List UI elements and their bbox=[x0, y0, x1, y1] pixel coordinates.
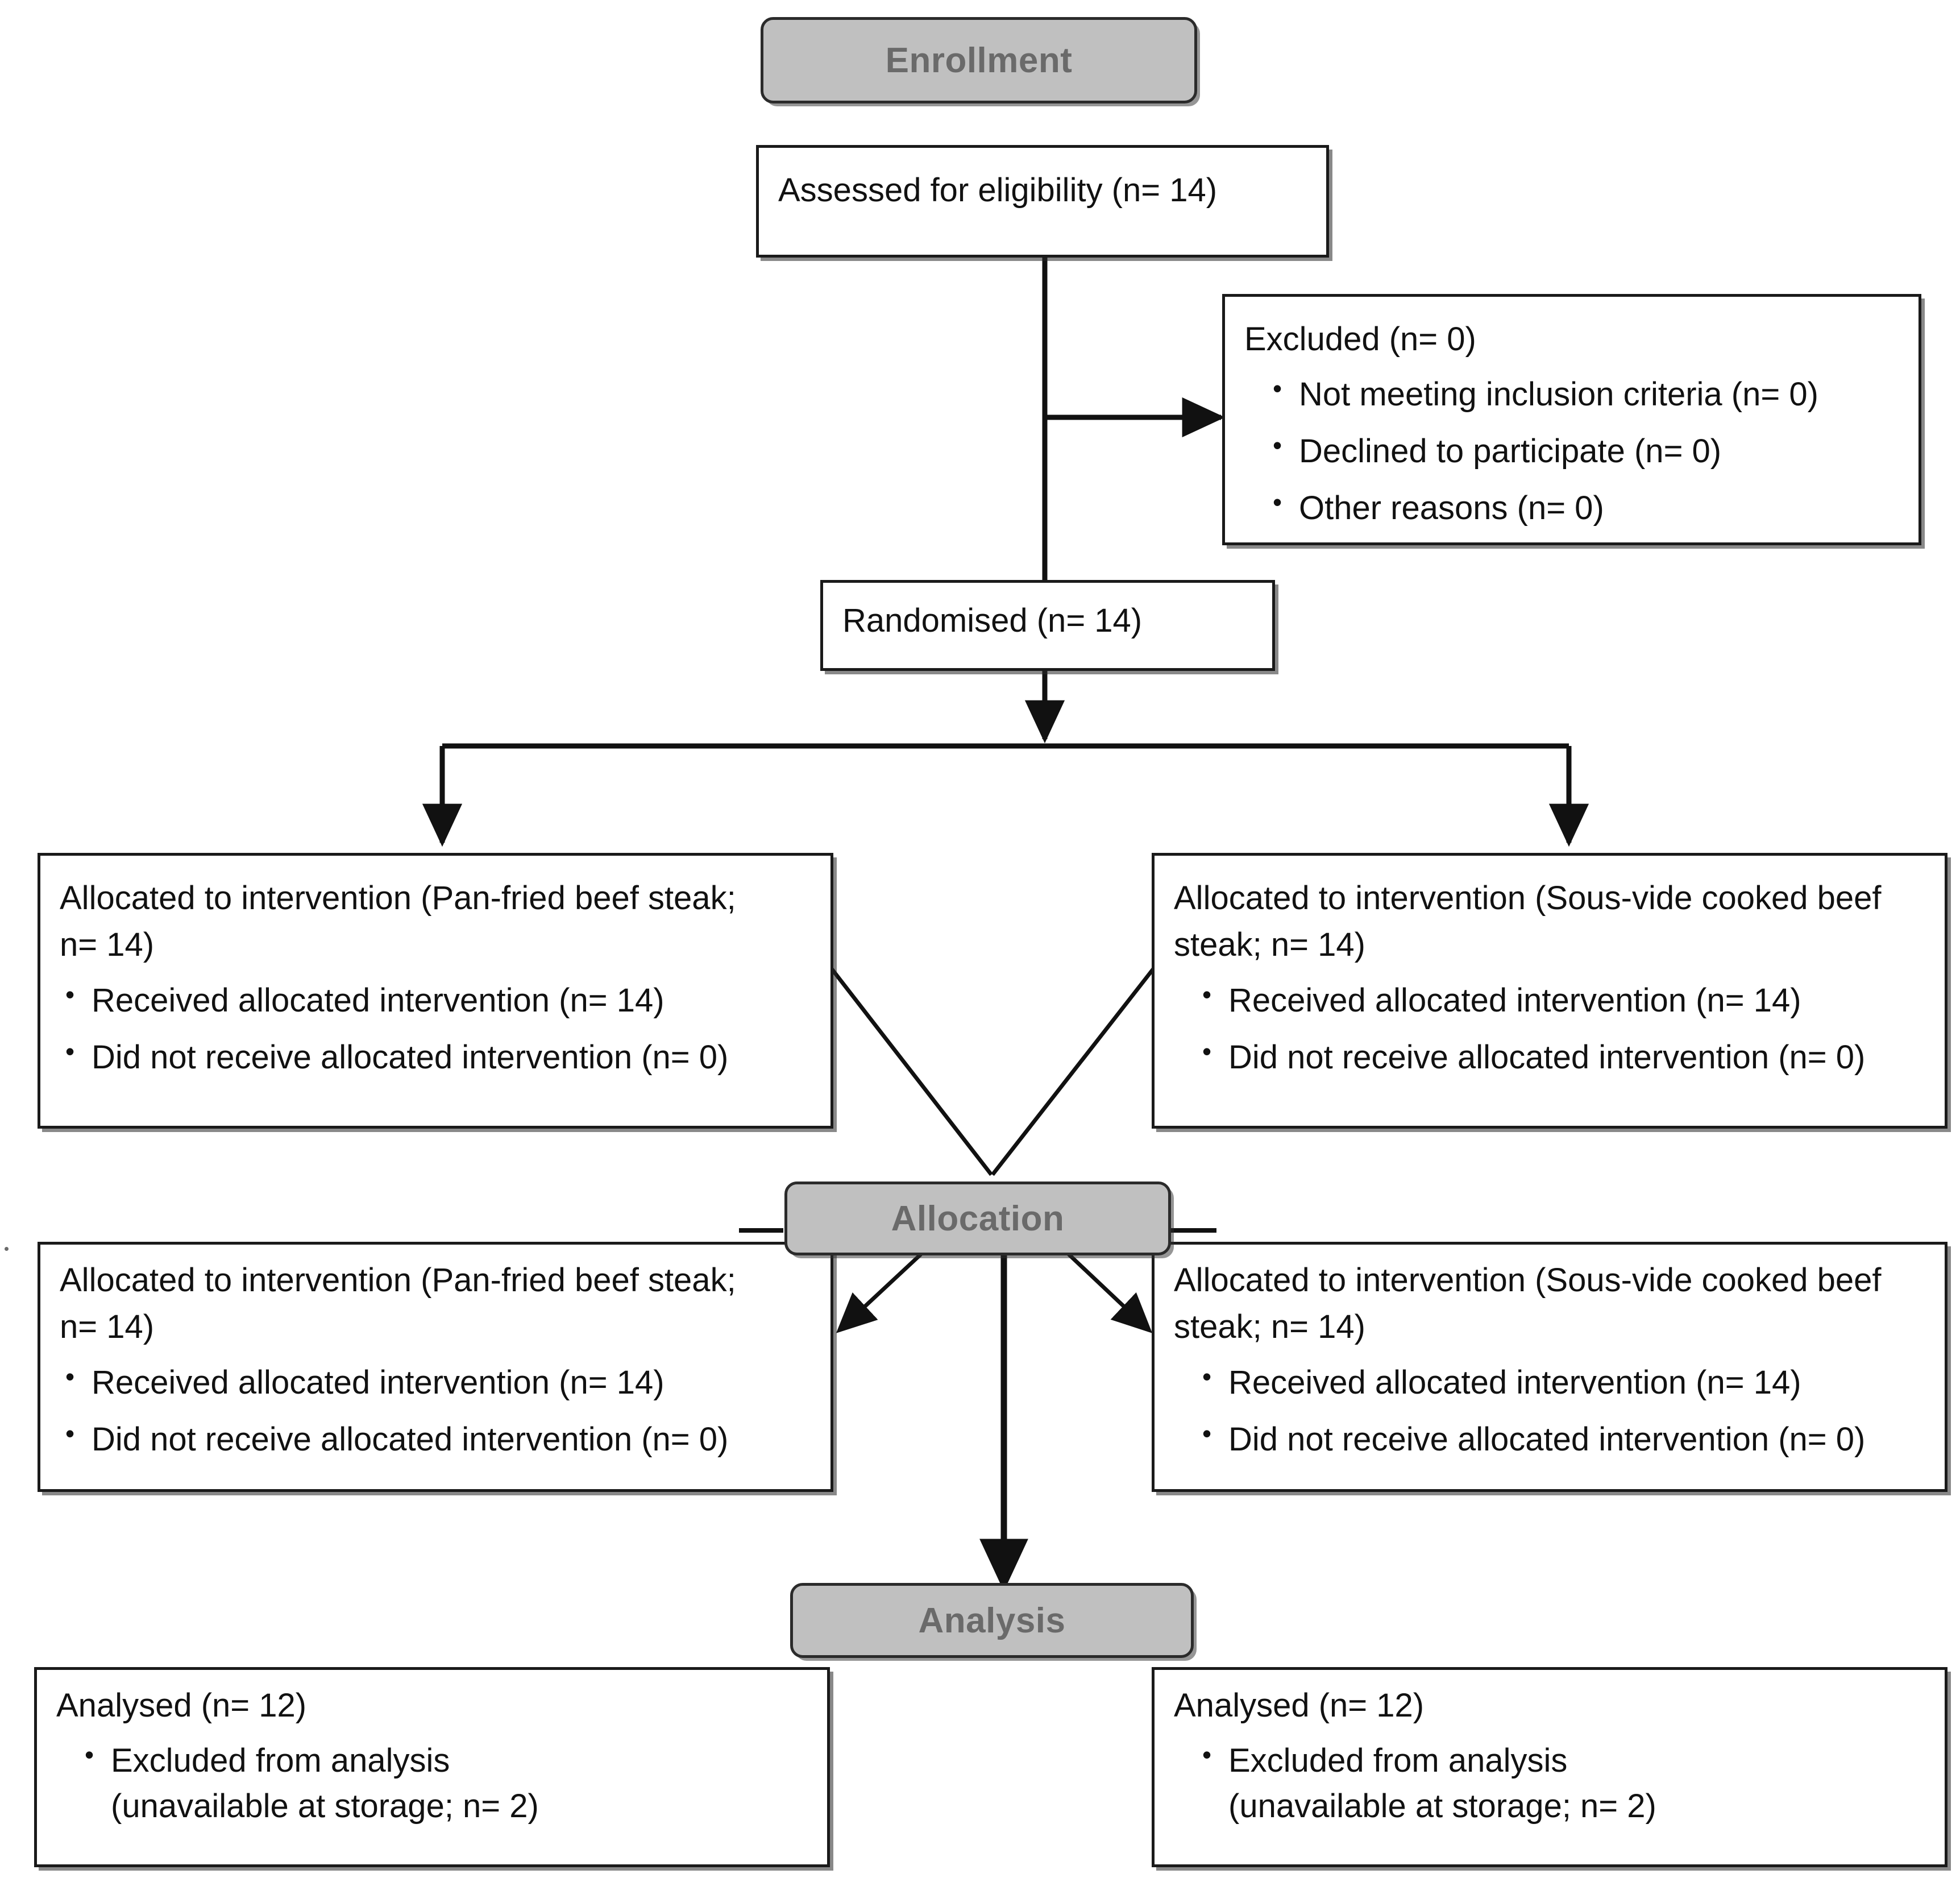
node-assessed-for-eligibility-title: Assessed for eligibility (n= 14) bbox=[778, 172, 1218, 209]
list-item: Received allocated intervention (n= 14) bbox=[60, 977, 813, 1023]
list-item: Other reasons (n= 0) bbox=[1267, 484, 1901, 531]
node-allocated-sous-vide-top-bullets: Received allocated intervention (n= 14) … bbox=[1197, 977, 1928, 1080]
node-excluded-bullets: Not meeting inclusion criteria (n= 0) De… bbox=[1267, 371, 1901, 531]
node-allocated-pan-fried-top: Allocated to intervention (Pan-fried bee… bbox=[38, 853, 833, 1129]
node-allocated-sous-vide-top-title: Allocated to intervention (Sous-vide coo… bbox=[1174, 880, 1882, 964]
list-item: Excluded from analysis (unavailable at s… bbox=[79, 1737, 810, 1829]
node-analysed-left: Analysed (n= 12) Excluded from analysis … bbox=[34, 1667, 830, 1867]
node-allocated-pan-fried-bottom: Allocated to intervention (Pan-fried bee… bbox=[38, 1242, 833, 1492]
node-allocated-pan-fried-top-bullets: Received allocated intervention (n= 14) … bbox=[60, 977, 813, 1080]
node-allocated-sous-vide-bottom-bullets: Received allocated intervention (n= 14) … bbox=[1197, 1359, 1928, 1462]
node-allocated-sous-vide-bottom: Allocated to intervention (Sous-vide coo… bbox=[1152, 1242, 1947, 1492]
connector-allocation-to-lower-left bbox=[836, 1253, 923, 1333]
banner-enrollment-label: Enrollment bbox=[885, 40, 1073, 80]
list-item: Did not receive allocated intervention (… bbox=[60, 1034, 813, 1080]
node-randomised-title: Randomised (n= 14) bbox=[842, 602, 1143, 639]
connector-upper-right-to-allocation bbox=[991, 965, 1157, 1176]
node-assessed-for-eligibility: Assessed for eligibility (n= 14) bbox=[756, 145, 1329, 258]
banner-allocation-label: Allocation bbox=[891, 1199, 1065, 1238]
node-allocated-pan-fried-bottom-bullets: Received allocated intervention (n= 14) … bbox=[60, 1359, 813, 1462]
node-allocated-pan-fried-top-title: Allocated to intervention (Pan-fried bee… bbox=[60, 880, 736, 964]
node-analysed-right: Analysed (n= 12) Excluded from analysis … bbox=[1152, 1667, 1947, 1867]
list-item: Excluded from analysis (unavailable at s… bbox=[1197, 1737, 1928, 1829]
node-analysed-right-bullets: Excluded from analysis (unavailable at s… bbox=[1197, 1737, 1928, 1829]
node-analysed-left-title: Analysed (n= 12) bbox=[56, 1687, 307, 1724]
list-item: Received allocated intervention (n= 14) bbox=[1197, 1359, 1928, 1406]
node-allocated-pan-fried-bottom-title: Allocated to intervention (Pan-fried bee… bbox=[60, 1262, 736, 1346]
list-item: Received allocated intervention (n= 14) bbox=[1197, 977, 1928, 1023]
banner-enrollment: Enrollment bbox=[761, 17, 1197, 103]
list-item: Received allocated intervention (n= 14) bbox=[60, 1359, 813, 1406]
node-allocated-sous-vide-bottom-title: Allocated to intervention (Sous-vide coo… bbox=[1174, 1262, 1882, 1346]
node-analysed-left-bullets: Excluded from analysis (unavailable at s… bbox=[79, 1737, 810, 1829]
scan-artifact-dot bbox=[5, 1247, 9, 1251]
banner-allocation: Allocation bbox=[784, 1182, 1171, 1255]
list-item: Did not receive allocated intervention (… bbox=[60, 1416, 813, 1462]
node-allocated-sous-vide-top: Allocated to intervention (Sous-vide coo… bbox=[1152, 853, 1947, 1129]
list-item: Did not receive allocated intervention (… bbox=[1197, 1034, 1928, 1080]
banner-analysis: Analysis bbox=[790, 1583, 1194, 1658]
node-excluded-title: Excluded (n= 0) bbox=[1244, 321, 1476, 358]
node-excluded: Excluded (n= 0) Not meeting inclusion cr… bbox=[1222, 294, 1921, 545]
list-item: Not meeting inclusion criteria (n= 0) bbox=[1267, 371, 1901, 417]
banner-analysis-label: Analysis bbox=[918, 1601, 1066, 1640]
list-item: Declined to participate (n= 0) bbox=[1267, 428, 1901, 474]
list-item: Did not receive allocated intervention (… bbox=[1197, 1416, 1928, 1462]
connector-allocation-to-lower-right bbox=[1067, 1253, 1153, 1333]
node-randomised: Randomised (n= 14) bbox=[820, 580, 1275, 671]
node-analysed-right-title: Analysed (n= 12) bbox=[1174, 1687, 1425, 1724]
connector-upper-left-to-allocation bbox=[828, 965, 993, 1176]
